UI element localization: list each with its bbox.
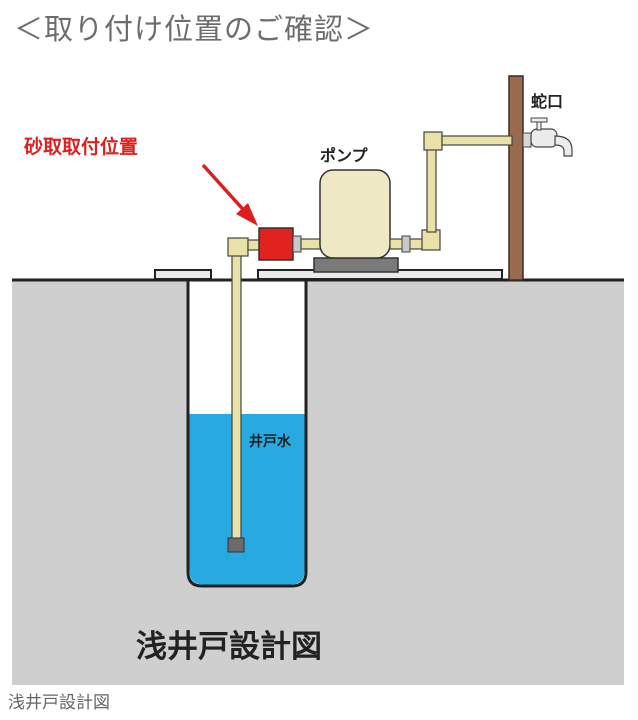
arrow-head bbox=[236, 203, 258, 226]
well-water bbox=[189, 414, 305, 585]
pump-outlet-fitting bbox=[401, 235, 411, 253]
foot-valve bbox=[227, 537, 245, 553]
wooden-post bbox=[508, 75, 524, 281]
faucet-label: 蛇口 bbox=[531, 92, 563, 111]
inlet-pipe bbox=[247, 239, 261, 251]
well-cover-left bbox=[154, 269, 212, 280]
pump-body bbox=[319, 169, 391, 259]
elbow-upper bbox=[423, 131, 443, 151]
pump-label: ポンプ bbox=[320, 146, 369, 165]
install-position-label: 砂取取付位置 bbox=[24, 135, 138, 158]
well-water-label: 井戸水 bbox=[249, 433, 292, 450]
faucet bbox=[522, 117, 573, 157]
suction-pipe bbox=[231, 247, 242, 541]
elbow-suction bbox=[227, 237, 249, 257]
sand-filter bbox=[258, 227, 294, 261]
pump-inlet-pipe bbox=[300, 238, 322, 250]
arrow-line bbox=[201, 163, 251, 218]
page-heading: ＜取り付け位置のご確認＞ bbox=[14, 12, 375, 46]
ground bbox=[12, 280, 624, 685]
image-caption: 浅井戸設計図 bbox=[8, 693, 110, 713]
diagram-title: 浅井戸設計図 bbox=[136, 629, 322, 665]
sand-filter-fitting bbox=[292, 235, 302, 253]
top-pipe bbox=[441, 135, 513, 146]
elbow-lower-right bbox=[421, 229, 441, 251]
riser-pipe bbox=[426, 145, 437, 233]
pump-base bbox=[313, 257, 399, 273]
